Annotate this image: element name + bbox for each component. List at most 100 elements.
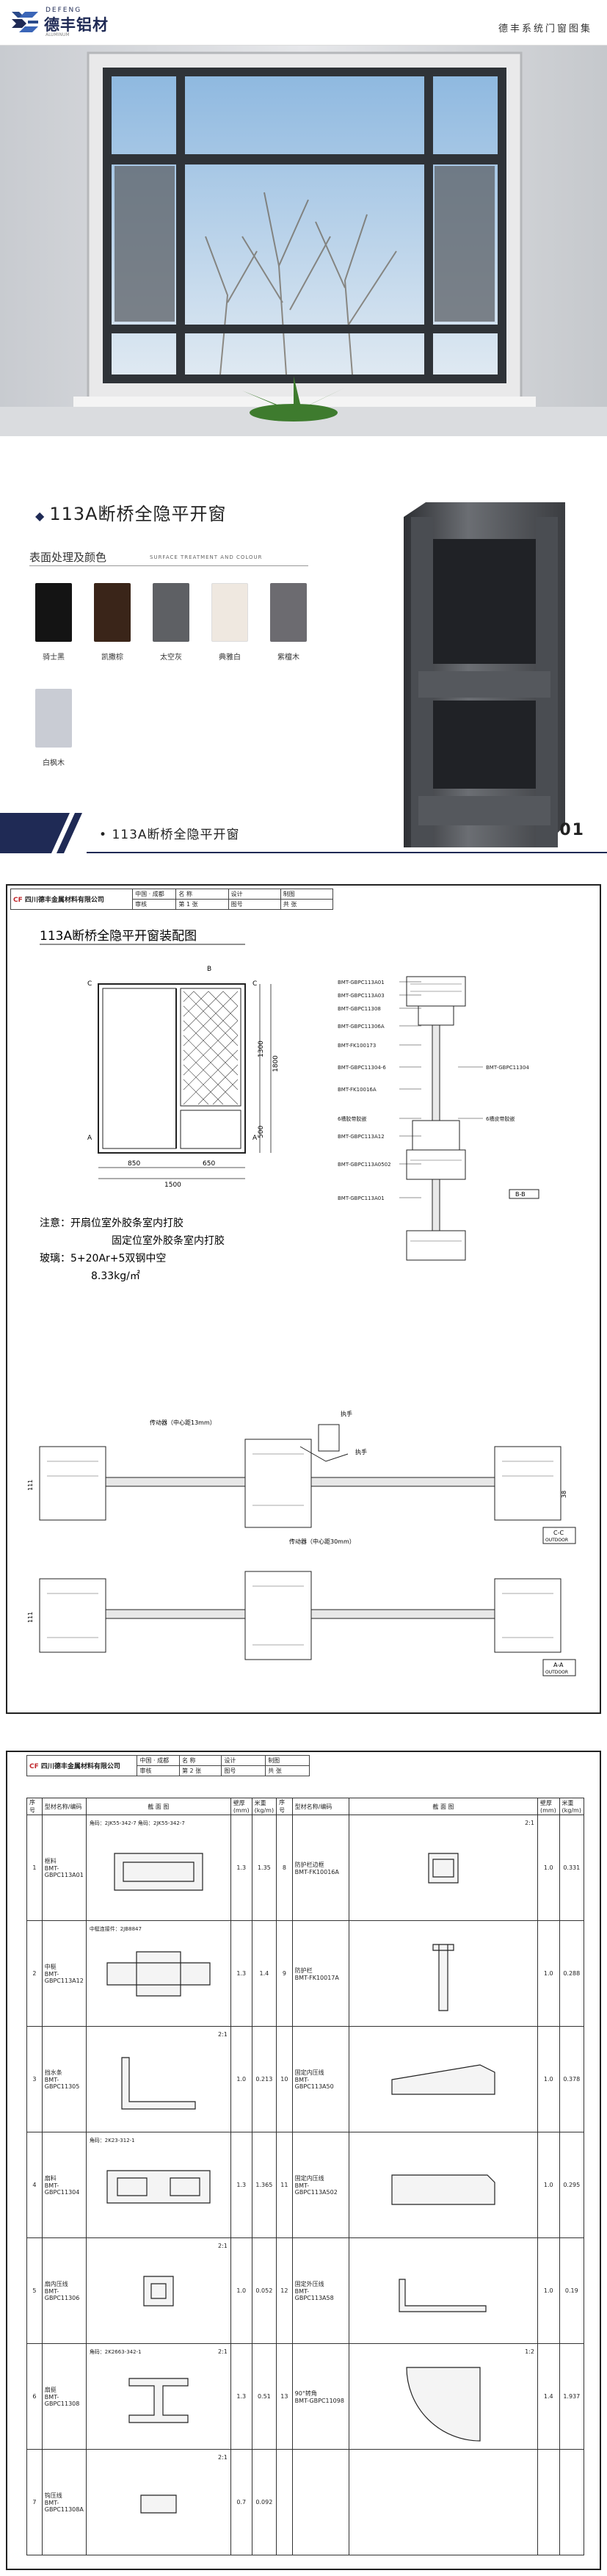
mark-b-top: B [207,966,211,973]
profile-list-sheet: CF 四川德丰金属材料有限公司 中国 · 成都 名 称 设计 制图 审核 第 2… [0,1740,607,2576]
profile-outline [121,2056,196,2110]
company-name-2: CF 四川德丰金属材料有限公司 [26,1755,138,1776]
profile-section-drawing [391,2063,495,2095]
row-number: 7 [26,2449,43,2555]
brand-subtitle: ALUMINUM [46,32,70,37]
swatch-color-box [35,689,72,748]
axis-num-2: 111 [27,1612,34,1623]
row-number: 6 [26,2343,43,2450]
profile-section-drawing [143,2275,174,2307]
profile-section-cell: 角码：2JK55-342-7 角码：2JK55-342-7 [85,1815,231,1921]
profile-name [291,2449,349,2555]
profile-table: 序号 型材名称/编码 截 面 图 壁厚(mm) 米重(kg/m) 序号 型材名称… [26,1798,585,2555]
window-photo [0,46,607,436]
callout-label: 6槽胶带胶嵌 [338,1115,366,1122]
profile-section-drawing [428,1852,459,1884]
brand-name-cn: 德丰铝材 [44,16,109,34]
dim-top-height: 1300 [258,1041,265,1057]
tb2-name: 名 称 [178,1755,222,1766]
horizontal-section [39,1424,561,1660]
mark-c-right: C [252,980,257,988]
catalog-title: 德丰系统门窗图集 [498,23,592,35]
tb2-drawing-no: 图号 [221,1765,266,1776]
meter-weight: 1.937 [559,2343,585,2450]
profile-outline [406,2366,481,2442]
meter-weight [559,2449,585,2555]
meter-weight: 0.295 [559,2132,585,2238]
profile-section-cell: 2:1 [85,2237,231,2344]
section-b-label: B-B [515,1191,526,1198]
row-number: 10 [276,2026,293,2132]
profile-code: BMT-GBPC11304 [44,2182,80,2196]
title-block-2: CF 四川德丰金属材料有限公司 中国 · 成都 名 称 设计 制图 审核 第 2… [26,1755,310,1776]
profile-code: BMT-FK10017A [294,1974,339,1981]
dim-total-width: 1500 [164,1182,181,1189]
profile-outline [391,2063,495,2095]
wall-thickness: 1.3 [230,1920,252,2027]
profile-section-cell [348,1920,538,2027]
profile-section-drawing [140,2494,177,2514]
note-4: 8.33kg/㎡ [91,1270,140,1282]
mark-a-right: A [252,1135,258,1142]
row-number [276,2449,293,2555]
hdr-weight: 米重(kg/m) [251,1798,277,1815]
tb-draw: 制图 [280,889,334,900]
tb2-total: 共 张 [265,1765,310,1776]
callout-label: BMT-GBPC113A01 [338,1195,385,1201]
connector-note: 中梃连接件：2JB8847 [89,1925,142,1932]
profile-section-cell [348,2132,538,2238]
profile-name-text: 挡水条 [44,2069,62,2076]
swatch-name: 紫檀木 [277,654,299,662]
swatch-name: 典雅白 [219,654,241,662]
profile-section-drawing [391,2174,495,2205]
profile-code: BMT-GBPC113A01 [44,1865,84,1878]
row-number: 13 [276,2343,293,2450]
row-number: 5 [26,2237,43,2344]
connector-note: 角码：2JK55-342-7 角码：2JK55-342-7 [89,1820,185,1826]
profile-code: BMT-GBPC11305 [44,2077,80,2090]
brand-logo-icon [12,12,38,32]
tb-review: 审核 [132,899,177,910]
wall-thickness [537,2449,560,2555]
callout-label: BMT-GBPC11304-6 [338,1065,386,1071]
wall-thickness: 1.0 [230,2237,252,2344]
row-number: 3 [26,2026,43,2132]
dim-right-width: 650 [203,1160,215,1168]
swatch-color-box [153,583,189,642]
meter-weight: 0.51 [251,2343,277,2450]
profile-section-drawing [399,2278,487,2312]
wall-thickness: 1.4 [537,2343,560,2450]
callout-label: 6槽皮带胶嵌 [486,1115,515,1122]
note-3: 玻璃：5+20Ar+5双钢中空 [40,1252,166,1265]
meter-weight: 0.288 [559,1920,585,2027]
footer-bar [0,813,607,853]
profile-section-cell: 2:1 [348,1815,538,1921]
profile-outline [128,2377,189,2423]
profile-section-drawing [406,2366,481,2442]
tb-design: 设计 [228,889,281,900]
profile-outline [432,1943,454,2011]
surface-heading-cn: 表面处理及颜色 [29,551,107,564]
row-number: 12 [276,2237,293,2344]
section-c-scale: OUTDOOR [545,1538,568,1543]
profile-outline [399,2278,487,2312]
meter-weight: 1.35 [251,1815,277,1921]
profile-name-text: 固定内压线 [294,2175,324,2182]
profile-name-text: 框料 [44,1858,57,1864]
callout-label: BMT-GBPC113A01 [338,980,385,985]
connector-note: 角码：2K23-312-1 [89,2137,135,2143]
callout-label: BMT-GBPC11308 [338,1006,381,1012]
footer-page-number: 01 [559,821,585,839]
hdr-weight-2: 米重(kg/m) [559,1798,585,1815]
profile-section-drawing [114,1852,203,1891]
profile-name-text: 90°转角 [294,2389,317,2397]
